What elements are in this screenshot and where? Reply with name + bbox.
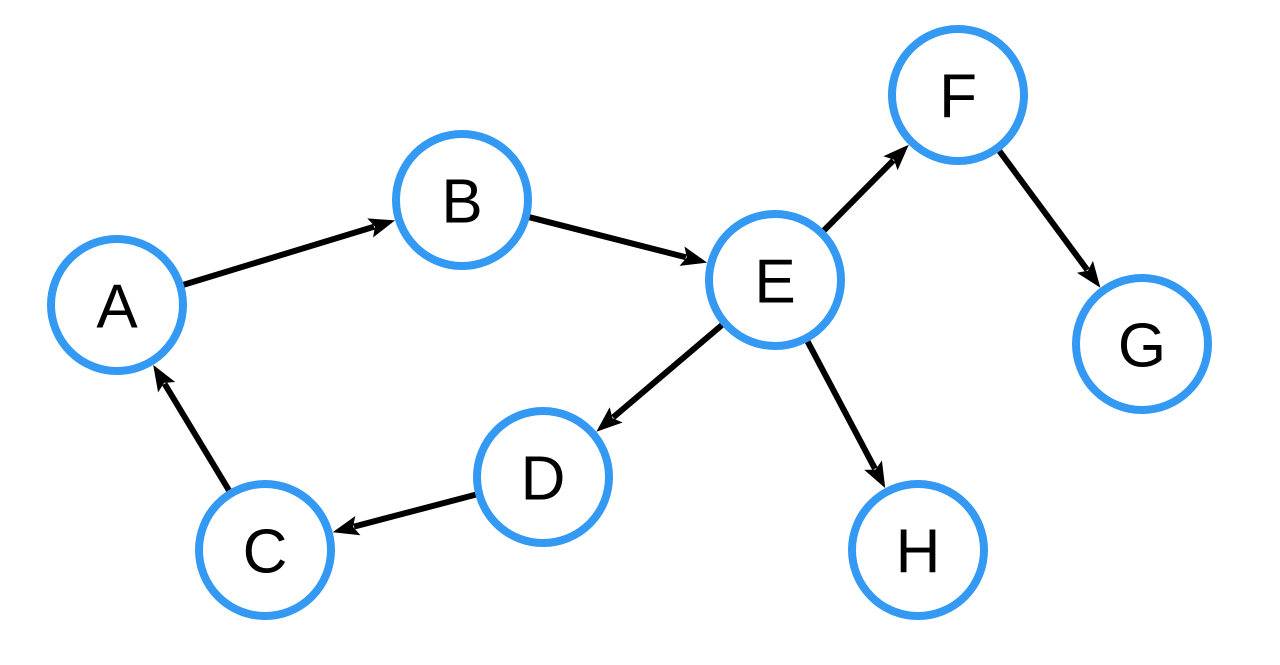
node-label: E — [754, 248, 795, 317]
arrowhead-icon — [367, 218, 396, 238]
node-circle[interactable] — [848, 480, 988, 620]
node-label: A — [96, 273, 138, 342]
node-layer: A B C D E F G H — [47, 25, 1212, 620]
graph-node-g[interactable]: G — [1072, 274, 1212, 414]
node-circle[interactable] — [473, 407, 613, 547]
edge-c-to-a — [153, 364, 233, 494]
edge-line — [162, 382, 233, 494]
node-circle[interactable] — [705, 210, 845, 350]
edge-e-to-d — [596, 321, 726, 432]
edge-layer — [153, 144, 1101, 536]
edge-line — [995, 147, 1090, 272]
node-label: G — [1118, 312, 1166, 381]
edge-b-to-e — [527, 213, 708, 266]
arrowhead-icon — [596, 407, 623, 432]
edge-a-to-b — [181, 218, 396, 289]
edge-line — [611, 321, 726, 420]
edge-f-to-g — [995, 147, 1101, 288]
arrowhead-icon — [332, 515, 361, 536]
node-label: F — [939, 63, 977, 132]
graph-node-d[interactable]: D — [473, 407, 613, 547]
arrowhead-icon — [1076, 260, 1101, 288]
graph-node-h[interactable]: H — [848, 480, 988, 620]
arrowhead-icon — [864, 460, 886, 489]
node-circle[interactable] — [392, 130, 532, 270]
node-circle[interactable] — [888, 25, 1028, 165]
edge-e-to-f — [820, 144, 909, 234]
edge-line — [353, 491, 478, 530]
edge-e-to-h — [804, 338, 886, 489]
graph-node-b[interactable]: B — [392, 130, 532, 270]
arrowhead-icon — [679, 246, 708, 266]
graph-node-f[interactable]: F — [888, 25, 1028, 165]
edge-d-to-c — [332, 491, 478, 536]
arrowhead-icon — [883, 144, 909, 171]
node-label: C — [243, 518, 288, 587]
edge-line — [804, 338, 878, 471]
node-circle[interactable] — [47, 235, 187, 375]
edge-line — [820, 158, 896, 234]
edge-line — [527, 213, 687, 261]
node-label: D — [521, 445, 566, 514]
edge-line — [181, 223, 375, 289]
node-circle[interactable] — [1072, 274, 1212, 414]
arrowhead-icon — [153, 364, 176, 393]
node-label: B — [441, 168, 482, 237]
node-circle[interactable] — [195, 480, 335, 620]
node-label: H — [896, 518, 941, 587]
graph-node-c[interactable]: C — [195, 480, 335, 620]
graph-node-e[interactable]: E — [705, 210, 845, 350]
graph-node-a[interactable]: A — [47, 235, 187, 375]
